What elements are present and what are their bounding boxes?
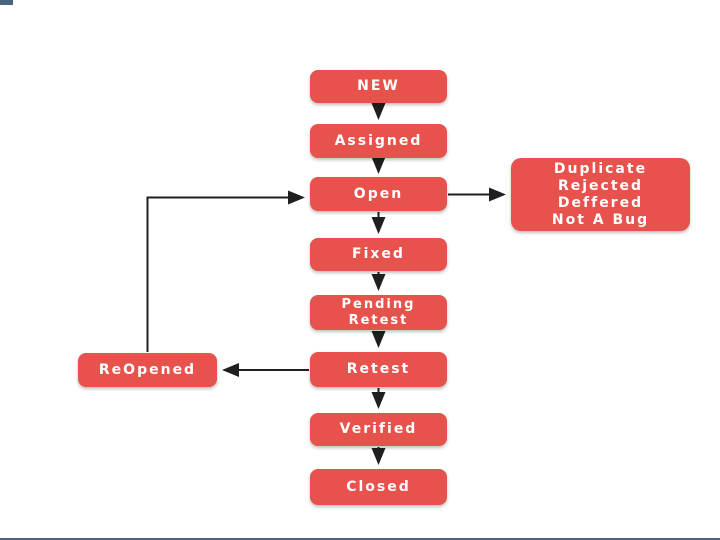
- slide-corner-accent: [0, 0, 13, 5]
- arrow-reopened-open: [146, 190, 305, 352]
- node-terminal-states: Duplicate Rejected Deffered Not A Bug: [511, 158, 690, 231]
- node-new: NEW: [310, 70, 447, 103]
- node-retest: Retest: [310, 352, 447, 387]
- node-assigned: Assigned: [310, 124, 447, 158]
- node-fixed: Fixed: [310, 238, 447, 271]
- node-pending-retest: Pending Retest: [310, 295, 447, 330]
- node-verified: Verified: [310, 413, 447, 446]
- node-reopened: ReOpened: [78, 353, 217, 387]
- node-open: Open: [310, 177, 447, 211]
- slide-bottom-rule: [0, 538, 720, 540]
- node-closed: Closed: [310, 469, 447, 505]
